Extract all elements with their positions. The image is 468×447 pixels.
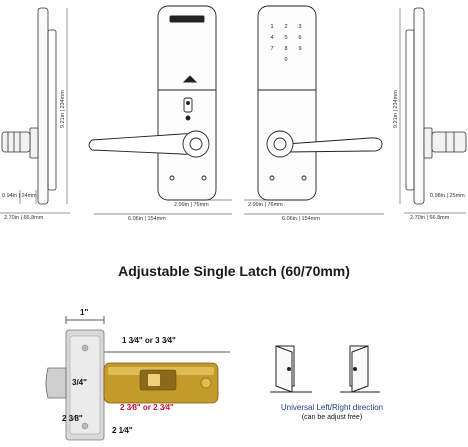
keypad-key-3: 3	[298, 24, 302, 30]
keypad-key-4: 4	[270, 35, 274, 41]
backset-red-label: 2 3⁄8" or 2 3⁄4"	[120, 403, 174, 412]
backset-options-label: 1 3⁄4" or 3 3⁄4"	[122, 336, 176, 345]
keypad-key-2: 2	[284, 24, 288, 30]
right-width-dim: 2.70in | 66.8mm	[410, 215, 450, 221]
faceplate-width-label: 1"	[80, 308, 89, 317]
bottom-left-label: 2 3⁄8"	[62, 414, 83, 423]
back-center-dim: 2.99in | 76mm	[248, 202, 283, 208]
latch-drawing	[45, 316, 230, 441]
left-height-dim: 9.21in | 234mm	[60, 90, 66, 128]
keypad-key-1: 1	[270, 24, 274, 30]
bottom-right-label: 2 1⁄4"	[112, 426, 133, 435]
front-length-dim: 6.06in | 154mm	[128, 216, 166, 222]
keypad-key-7: 7	[270, 46, 274, 52]
door-direction-icons	[270, 345, 380, 393]
right-height-dim: 9.21in | 234mm	[393, 90, 399, 128]
left-width-dim: 2.70in | 66.8mm	[4, 215, 44, 221]
inner-depth-label: 3/4"	[72, 378, 87, 387]
right-side-view	[399, 7, 467, 214]
keypad-key-5: 5	[284, 35, 288, 41]
front-center-dim: 2.99in | 76mm	[174, 202, 209, 208]
keypad-key-0: 0	[284, 57, 288, 63]
keypad-key-6: 6	[298, 35, 302, 41]
page-title: Adjustable Single Latch (60/70mm)	[118, 263, 350, 279]
keypad-key-9: 9	[298, 46, 302, 52]
back-view	[244, 5, 384, 215]
keypad: 1 2 3 4 5 6 7 8 9 0	[266, 24, 306, 63]
left-depth-dim: 0.94in | 24mm	[2, 193, 37, 199]
direction-title: Universal Left/Right direction	[280, 403, 384, 412]
front-view	[88, 5, 232, 215]
right-depth-dim: 0.98in | 25mm	[430, 193, 465, 199]
keypad-key-8: 8	[284, 46, 288, 52]
direction-subtitle: (can be adjust free)	[301, 414, 363, 421]
left-side-view	[0, 7, 70, 214]
back-length-dim: 6.06in | 154mm	[282, 216, 320, 222]
